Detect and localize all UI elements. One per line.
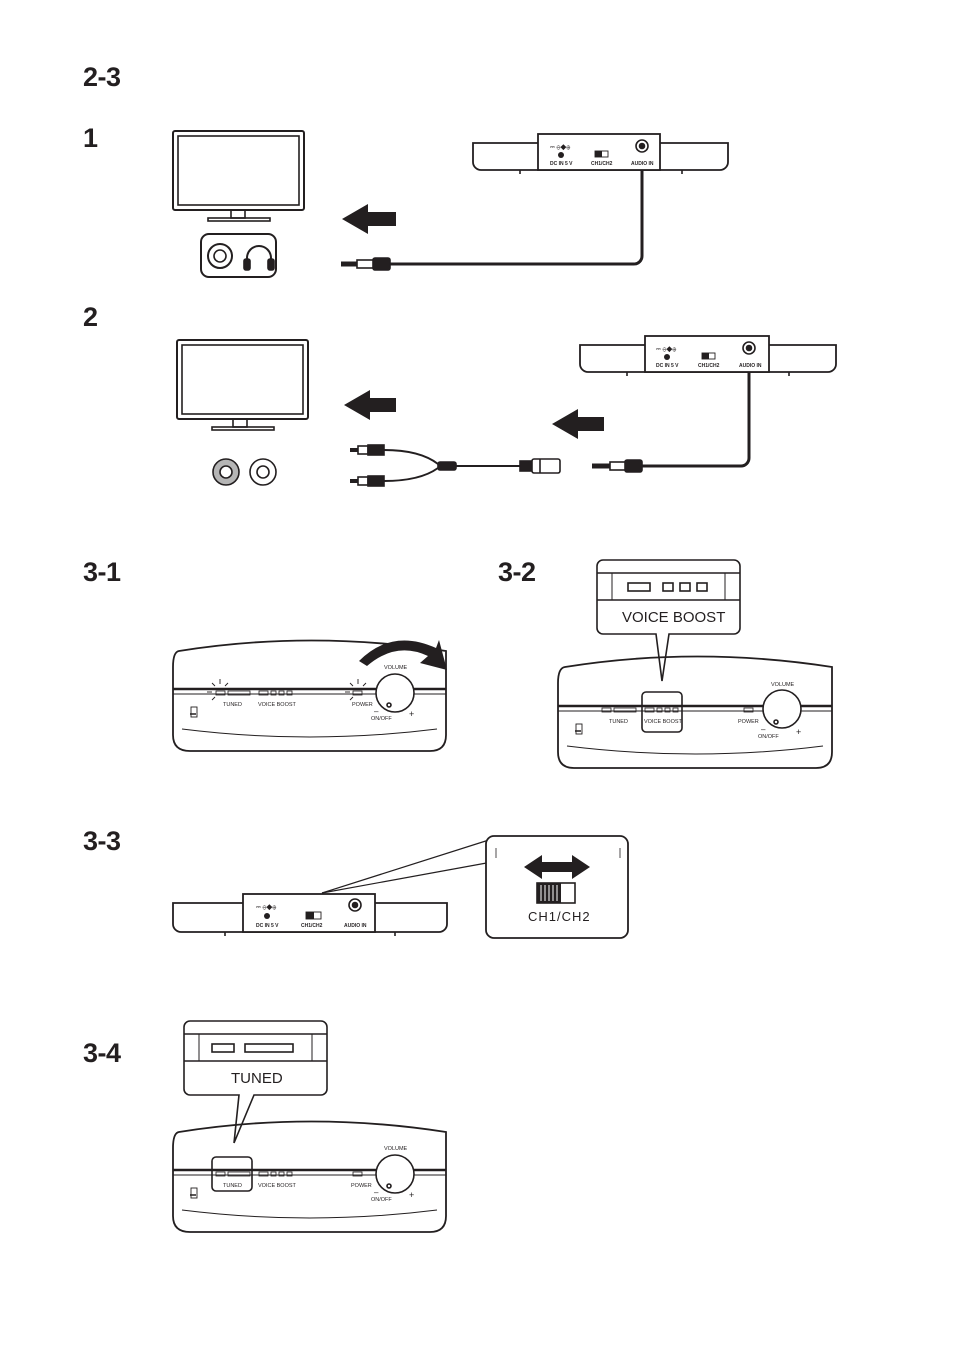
volume-label: VOLUME <box>384 1146 408 1152</box>
headphone-icon <box>243 245 275 271</box>
ch-switch-label: CH1/CH2 <box>698 363 720 369</box>
svg-text:⎓ ⊖◆⊕: ⎓ ⊖◆⊕ <box>550 144 570 151</box>
plus-label: + <box>796 727 801 737</box>
section-label-3-1: 3-1 <box>83 557 121 587</box>
receiver-rear-1: ⎓ ⊖◆⊕ DC IN 5 V CH1/CH2 AUDIO IN <box>472 133 729 174</box>
tuned-label: TUNED <box>223 702 242 708</box>
on-off-label: ON/OFF <box>758 734 779 740</box>
plus-label: + <box>409 1190 414 1200</box>
rca-jacks <box>212 458 277 486</box>
voice-boost-callout-label: VOICE BOOST <box>622 609 725 626</box>
rca-adapter-cable <box>350 444 561 487</box>
ch-switch-callout-label: CH1/CH2 <box>528 909 591 924</box>
minus-label: – <box>761 725 766 734</box>
section-label-2-3: 2-3 <box>83 62 121 92</box>
ch-switch-callout: CH1/CH2 <box>321 835 629 939</box>
audio-in-label: AUDIO IN <box>739 363 762 369</box>
minus-label: – <box>374 707 379 716</box>
arrow-left-icon <box>344 390 396 420</box>
audio-cable-2 <box>592 349 751 473</box>
svg-text:⎓ ⊖◆⊕: ⎓ ⊖◆⊕ <box>656 346 676 353</box>
rotate-arrow-icon <box>359 640 447 670</box>
step-label-1: 1 <box>83 123 98 153</box>
plus-label: + <box>409 709 414 719</box>
volume-label: VOLUME <box>771 682 795 688</box>
headphone-jack-panel <box>200 233 277 278</box>
ch-switch-label: CH1/CH2 <box>591 161 613 167</box>
power-label: POWER <box>351 1183 372 1189</box>
tv-illustration <box>172 130 305 222</box>
section-label-3-3: 3-3 <box>83 826 121 856</box>
receiver-front-3-4: TUNED VOICE BOOST POWER VOLUME ON/OFF – … <box>172 1120 447 1233</box>
tuned-callout-label: TUNED <box>231 1070 283 1087</box>
ch-switch-label: CH1/CH2 <box>301 923 323 929</box>
tuned-label: TUNED <box>223 1183 242 1189</box>
audio-in-label: AUDIO IN <box>344 923 367 929</box>
tuned-label: TUNED <box>609 719 628 725</box>
on-off-label: ON/OFF <box>371 1197 392 1203</box>
audio-cable <box>341 146 644 271</box>
tv-illustration-2 <box>176 339 309 431</box>
tuned-callout: TUNED <box>183 1020 328 1144</box>
slide-switch-icon <box>536 882 576 904</box>
step-label-2: 2 <box>83 302 98 332</box>
power-label: POWER <box>738 719 759 725</box>
section-label-3-4: 3-4 <box>83 1038 121 1068</box>
dc-in-label: DC IN 5 V <box>550 161 573 167</box>
voice-boost-label: VOICE BOOST <box>258 1183 297 1189</box>
audio-in-label: AUDIO IN <box>631 161 654 167</box>
voice-boost-callout: VOICE BOOST <box>596 559 741 682</box>
on-off-label: ON/OFF <box>371 716 392 722</box>
receiver-rear-3-3: ⎓ ⊖◆⊕ DC IN 5 V CH1/CH2 AUDIO IN <box>172 893 448 936</box>
arrow-left-icon <box>552 409 604 439</box>
receiver-front-3-1: TUNED VOICE BOOST POWER VOLUME ON/OFF – … <box>172 639 447 752</box>
minus-label: – <box>374 1188 379 1197</box>
section-label-3-2: 3-2 <box>498 557 536 587</box>
voice-boost-label: VOICE BOOST <box>644 719 683 725</box>
svg-text:⎓ ⊖◆⊕: ⎓ ⊖◆⊕ <box>256 904 276 911</box>
dc-in-label: DC IN 5 V <box>656 363 679 369</box>
receiver-front-3-2: TUNED VOICE BOOST POWER VOLUME ON/OFF – … <box>557 655 833 769</box>
volume-label: VOLUME <box>384 665 408 671</box>
receiver-rear-2: ⎓ ⊖◆⊕ DC IN 5 V CH1/CH2 AUDIO IN <box>579 335 837 376</box>
arrow-left-icon <box>342 204 396 234</box>
double-arrow-icon <box>524 855 590 879</box>
led-glow-icon <box>207 679 367 701</box>
dc-in-label: DC IN 5 V <box>256 923 279 929</box>
power-label: POWER <box>352 702 373 708</box>
voice-boost-label: VOICE BOOST <box>258 702 297 708</box>
